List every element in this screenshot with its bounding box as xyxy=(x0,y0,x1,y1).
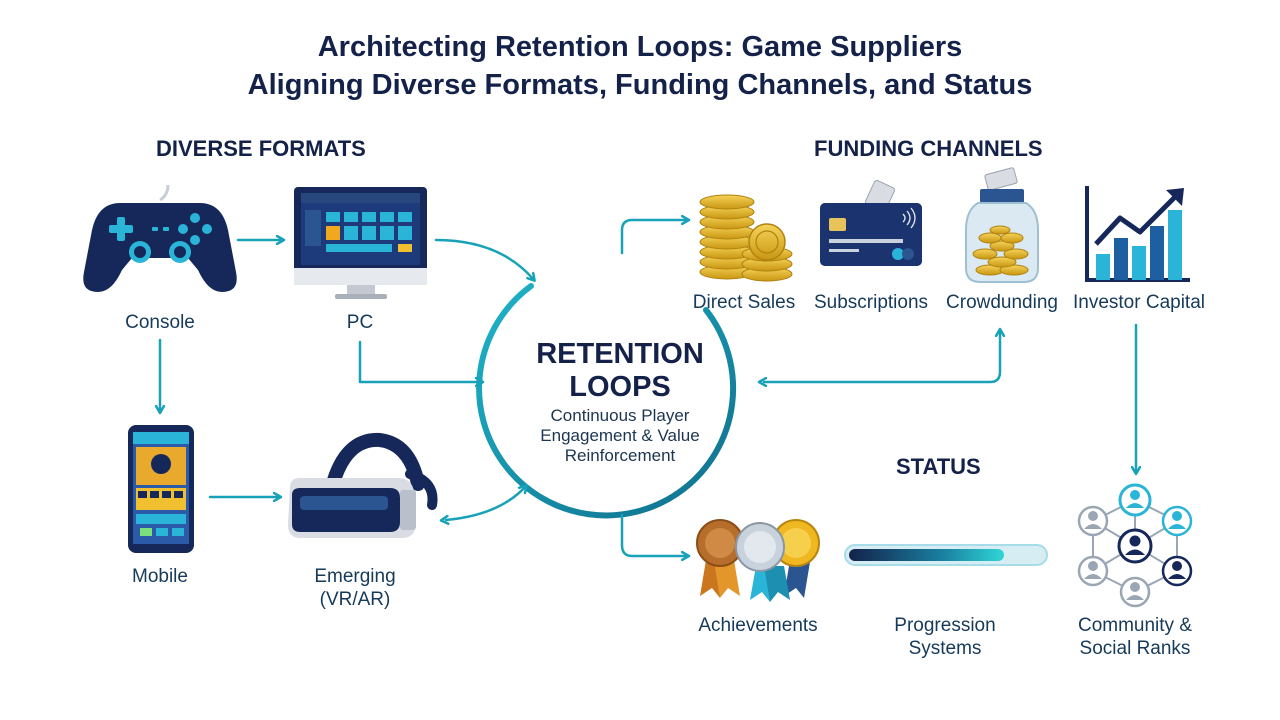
label-progression: Progression Systems xyxy=(875,614,1015,660)
center-title-line-2: LOOPS xyxy=(569,371,671,403)
page-title: Architecting Retention Loops: Game Suppl… xyxy=(0,28,1280,104)
center-subtitle-line-1: Continuous Player xyxy=(550,406,690,425)
vr-headset-icon xyxy=(288,432,438,538)
label-direct-sales: Direct Sales xyxy=(692,292,796,313)
arrow-loop-to-achievements xyxy=(620,513,688,556)
smartphone-icon xyxy=(128,425,194,553)
label-subscriptions: Subscriptions xyxy=(813,292,929,313)
label-emerging-line-2: (VR/AR) xyxy=(319,589,391,610)
label-emerging-line-1: Emerging xyxy=(314,566,396,587)
section-status: STATUS xyxy=(896,454,981,479)
retention-loops-subtitle: Continuous Player Engagement & Value Rei… xyxy=(515,406,725,466)
progress-bar-icon xyxy=(844,544,1048,566)
gamepad-icon xyxy=(83,184,237,292)
retention-loop-ring xyxy=(476,283,737,519)
credit-card-icon xyxy=(820,180,922,266)
label-console: Console xyxy=(125,312,195,333)
arrow-pc-to-loop xyxy=(434,238,534,280)
label-progression-line-2: Systems xyxy=(908,638,982,659)
section-diverse-formats: DIVERSE FORMATS xyxy=(156,136,366,161)
arrow-pc-to-loop-2 xyxy=(358,340,482,382)
coin-jar-icon xyxy=(965,167,1039,283)
label-progression-line-1: Progression xyxy=(894,615,996,636)
label-emerging: Emerging (VR/AR) xyxy=(290,565,420,611)
monitor-icon xyxy=(294,187,427,299)
label-pc: PC xyxy=(346,312,374,333)
social-network-icon xyxy=(1077,483,1193,608)
center-subtitle-line-2: Engagement & Value xyxy=(540,426,700,445)
retention-loops-title: RETENTION LOOPS xyxy=(500,338,740,404)
arrow-emerging-loop xyxy=(446,486,526,520)
arrow-loop-crowdfunding xyxy=(764,330,1000,382)
title-line-2: Aligning Diverse Formats, Funding Channe… xyxy=(247,69,1033,101)
connector-arrows xyxy=(160,220,1136,556)
label-community: Community & Social Ranks xyxy=(1065,614,1205,660)
label-crowdfunding: Crowdunding xyxy=(946,292,1058,313)
label-community-line-2: Social Ranks xyxy=(1079,638,1191,659)
label-investor-capital: Investor Capital xyxy=(1072,292,1205,313)
label-community-line-1: Community & xyxy=(1077,615,1193,636)
coin-stack-icon xyxy=(699,194,793,282)
arrow-loop-to-direct-sales xyxy=(620,220,688,255)
title-line-1: Architecting Retention Loops: Game Suppl… xyxy=(317,31,963,63)
center-title-line-1: RETENTION xyxy=(536,338,704,370)
label-mobile: Mobile xyxy=(132,566,188,587)
center-subtitle-line-3: Reinforcement xyxy=(564,446,676,465)
growth-chart-icon xyxy=(1085,186,1190,282)
medal-icon xyxy=(696,519,820,602)
label-achievements: Achievements xyxy=(698,615,818,636)
section-funding-channels: FUNDING CHANNELS xyxy=(814,136,1043,161)
